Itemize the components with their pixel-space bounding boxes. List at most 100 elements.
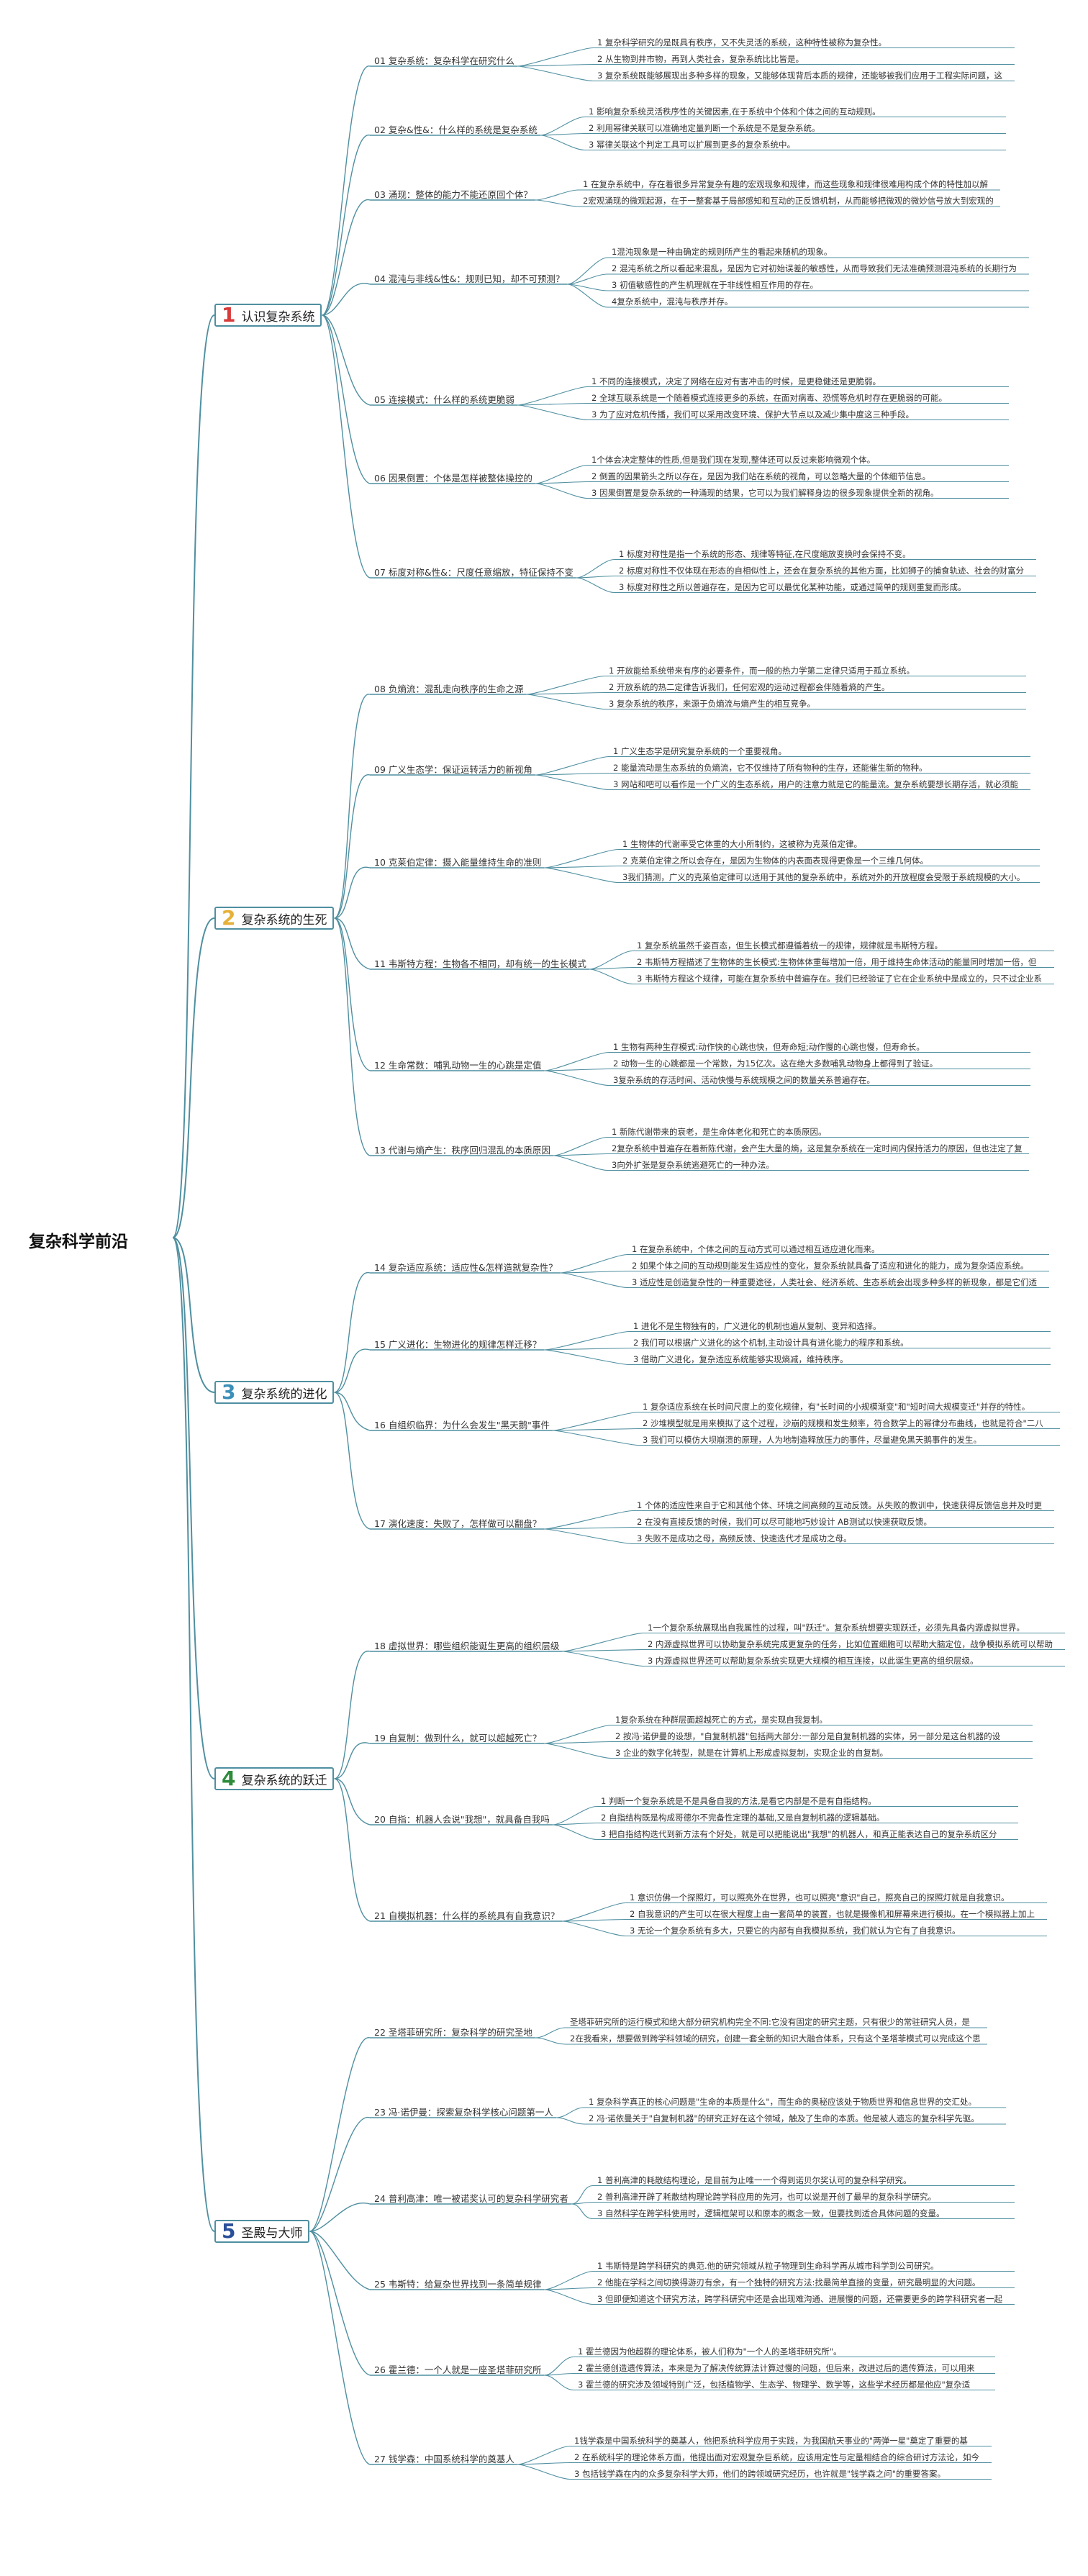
leaf-note: 3 网站和吧可以看作是一个广义的生态系统，用户的注意力就是它的能量流。复杂系统要… (613, 779, 1018, 789)
section-number: 1 (222, 303, 236, 327)
section-number: 5 (222, 2219, 236, 2243)
leaf-note: 3 幂律关联这个判定工具可以扩展到更多的复杂系统中。 (589, 139, 795, 150)
leaf-note: 3 企业的数字化转型，就是在计算机上形成虚拟复制，实现企业的自复制。 (615, 1747, 888, 1758)
topic-node[interactable]: 13 代谢与熵产生：秩序回归混乱的本质原因 (374, 1145, 550, 1156)
section-title: 圣殿与大师 (241, 2226, 303, 2241)
section-number: 4 (222, 1767, 236, 1790)
section-number: 2 (222, 906, 236, 930)
topic-node[interactable]: 26 霍兰德：一个人就是一座圣塔菲研究所 (374, 2364, 542, 2375)
topic-node[interactable]: 02 复杂&性&：什么样的系统是复杂系统 (374, 124, 538, 135)
leaf-note: 2宏观涌现的微观起源，在于一整套基于局部感知和互动的正反馈机制，从而能够把微观的… (583, 196, 994, 206)
topic-node[interactable]: 15 广义进化：生物进化的规律怎样迁移？ (374, 1339, 542, 1350)
leaf-note: 1 影响复杂系统灵活秩序性的关键因素,在于系统中个体和个体之间的互动规则。 (589, 106, 881, 117)
topic-node[interactable]: 16 自组织临界：为什么会发生"黑天鹅"事件 (374, 1420, 550, 1430)
topic-node[interactable]: 03 涌现：整体的能力不能还原回个体？ (374, 189, 532, 200)
leaf-note: 1 生物体的代谢率受它体重的大小所制约，这被称为克莱伯定律。 (622, 838, 862, 849)
leaf-note: 1 复杂适应系统在长时间尺度上的变化规律，有"长时间的小规模渐变"和"短时间大规… (643, 1401, 1030, 1412)
leaf-note: 3 霍兰德的研究涉及领域特别广泛，包括植物学、生态学、物理学、数学等，这些学术经… (578, 2379, 971, 2390)
leaf-note: 2 动物一生的心跳都是一个常数，为15亿次。这在绝大多数哺乳动物身上都得到了验证… (613, 1058, 938, 1069)
topic-node[interactable]: 21 自模拟机器：什么样的系统具有自我意识？ (374, 1910, 560, 1921)
topic-node[interactable]: 24 普利高津：唯一被诺奖认可的复杂科学研究者 (374, 2193, 568, 2204)
leaf-note: 4复杂系统中，混沌与秩序并存。 (612, 296, 733, 307)
topic-node[interactable]: 25 韦斯特：给复杂世界找到一条简单规律 (374, 2279, 542, 2290)
leaf-note: 1 判断一个复杂系统是不是具备自我的方法,是看它内部是不是有自指结构。 (601, 1795, 876, 1806)
leaf-note: 1 普利高津的耗散结构理论，是目前为止唯一一个得到诺贝尔奖认可的复杂科学研究。 (597, 2174, 912, 2185)
leaf-note: 1 在复杂系统中，存在着很多异常复杂有趣的宏观现象和规律，而这些现象和规律很难用… (583, 179, 988, 189)
topic-node[interactable]: 04 混沌与非线&性&：规则已知，却不可预测？ (374, 273, 565, 284)
leaf-note: 2 我们可以根据广义进化的这个机制,主动设计具有进化能力的程序和系统。 (633, 1337, 909, 1348)
leaf-note: 3 我们可以模仿大坝崩溃的原理，人为地制造释放压力的事件，尽量避免黑天鹅事件的发… (643, 1434, 982, 1445)
section-title: 复杂系统的进化 (241, 1387, 327, 1402)
leaf-note: 1 在复杂系统中，个体之间的互动方式可以通过相互适应进化而来。 (632, 1243, 880, 1254)
section-number: 3 (222, 1380, 236, 1404)
leaf-note: 1 进化不是生物独有的，广义进化的机制也遍从复制、变异和选择。 (633, 1320, 881, 1331)
topic-node[interactable]: 23 冯·诺伊曼：探索复杂科学核心问题第一人 (374, 2107, 553, 2118)
leaf-note: 1个体会决定整体的性质,但是我们现在发现,整体还可以反过来影响微观个体。 (591, 454, 876, 465)
leaf-note: 3 包括钱学森在内的众多复杂科学大师，他们的跨领域研究经历，也许就是"钱学森之问… (574, 2468, 946, 2479)
topic-node[interactable]: 05 连接模式：什么样的系统更脆弱 (374, 394, 514, 405)
topic-node[interactable]: 19 自复制：做到什么，就可以超越死亡？ (374, 1733, 542, 1743)
topic-node[interactable]: 11 韦斯特方程：生物各不相同，却有统一的生长模式 (374, 958, 586, 969)
leaf-note: 2 霍兰德创造遗传算法，本来是为了解决传统算法计算过慢的问题，但后来，改进过后的… (578, 2362, 975, 2373)
leaf-note: 3 复杂系统既能够展现出多种多样的现象，又能够体现背后本质的规律，还能够被我们应… (597, 70, 1002, 81)
leaf-note: 2 自我意识的产生可以在很大程度上由一套简单的装置，也就是摄像机和屏幕来进行模拟… (630, 1908, 1035, 1919)
section-1[interactable]: 1 认识复杂系统 (214, 304, 322, 327)
leaf-note: 2 在没有直接反馈的时候，我们可以尽可能地巧妙设计 AB测试以快速获取反馈。 (637, 1516, 932, 1527)
section-3[interactable]: 3 复杂系统的进化 (214, 1380, 335, 1404)
leaf-note: 1 广义生态学是研究复杂系统的一个重要视角。 (613, 745, 786, 756)
leaf-note: 2 利用幂律关联可以准确地定量判断一个系统是不是复杂系统。 (589, 122, 820, 133)
leaf-note: 3 韦斯特方程这个规律，可能在复杂系统中普遍存在。我们已经验证了它在企业系统中是… (637, 973, 1042, 984)
leaf-note: 2 韦斯特方程描述了生物体的生长模式:生物体体重每增加一倍，用于维持生命体活动的… (637, 956, 1037, 967)
leaf-note: 3 借助广义进化，复杂适应系统能够实现熵减，维持秩序。 (633, 1353, 848, 1364)
section-2[interactable]: 2 复杂系统的生死 (214, 906, 335, 930)
leaf-note: 1钱学森是中国系统科学的奠基人，他把系统科学应用于实践，为我国航天事业的"两弹一… (574, 2435, 968, 2446)
section-title: 复杂系统的生死 (241, 912, 327, 928)
leaf-note: 3复杂系统的存活时间、活动快慢与系统规模之间的数量关系普遍存在。 (613, 1074, 875, 1085)
leaf-note: 1 复杂系统虽然千姿百态，但生长模式都遵循着统一的规律，规律就是韦斯特方程。 (637, 940, 943, 951)
leaf-note: 3 适应性是创造复杂性的一种重要途径，人类社会、经济系统、生态系统会出现多种多样… (632, 1276, 1037, 1287)
topic-node[interactable]: 08 负熵流：混乱走向秩序的生命之源 (374, 684, 524, 694)
leaf-note: 2 从生物到井市物，再到人类社会，复杂系统比比皆是。 (597, 53, 804, 64)
topic-node[interactable]: 07 标度对称&性&：尺度任意缩放，特征保持不变 (374, 567, 574, 578)
topic-node[interactable]: 01 复杂系统：复杂科学在研究什么 (374, 55, 514, 66)
topic-node[interactable]: 20 自指：机器人会说"我想"，就具备自我吗 (374, 1814, 550, 1825)
topic-node[interactable]: 06 因果倒置：个体是怎样被整体操控的 (374, 473, 532, 484)
topic-node[interactable]: 22 圣塔菲研究所：复杂科学的研究圣地 (374, 2027, 532, 2038)
leaf-note: 2 全球互联系统是一个随着模式连接更多的系统，在面对病毒、恐慌等危机时存在更脆弱… (591, 392, 947, 403)
section-4[interactable]: 4 复杂系统的跃迁 (214, 1767, 335, 1790)
topic-node[interactable]: 27 钱学森：中国系统科学的奠基人 (374, 2454, 514, 2464)
leaf-note: 2 他能在学科之间切换得游刃有余，有一个独特的研究方法:找最简单直接的变量，研究… (597, 2277, 981, 2287)
leaf-note: 1 复杂科学真正的核心问题是"生命的本质是什么"，而生命的奥秘应该处于物质世界和… (589, 2097, 977, 2107)
section-title: 复杂系统的跃迁 (241, 1773, 327, 1788)
leaf-note: 2 能量流动是生态系统的负熵流，它不仅维持了所有物种的生存，还能催生新的物种。 (613, 762, 928, 773)
root-topic[interactable]: 复杂科学前沿 (29, 1233, 128, 1251)
leaf-note: 3 初值敏感性的产生机理就在于非线性相互作用的存在。 (612, 280, 818, 290)
topic-node[interactable]: 14 复杂适应系统：适应性&怎样造就复杂性？ (374, 1262, 558, 1273)
topic-node[interactable]: 09 广义生态学：保证运转活力的新视角 (374, 764, 532, 775)
leaf-note: 2 克莱伯定律之所以会存在，是因为生物体的内表面表现得更像是一个三维几何体。 (622, 855, 928, 866)
leaf-note: 2 冯·诺依曼关于"自复制机器"的研究正好在这个领域，触及了生命的本质。他是被人… (589, 2113, 979, 2123)
leaf-note: 3 复杂系统的秩序，来源于负熵流与熵产生的相互竞争。 (609, 698, 815, 709)
leaf-note: 1 开放能给系统带来有序的必要条件，而一般的热力学第二定律只适用于孤立系统。 (609, 665, 915, 676)
leaf-note: 3 失败不是成功之母，高频反馈、快速迭代才是成功之母。 (637, 1533, 852, 1543)
leaf-note: 3 为了应对危机传播，我们可以采用改变环境、保护大节点以及减少集中度这三种手段。 (591, 409, 914, 419)
leaf-note: 3 自然科学在跨学科使用时，逻辑框架可以和原本的概念一致，但要找到适合具体问题的… (597, 2208, 945, 2218)
section-5[interactable]: 5 圣殿与大师 (214, 2219, 310, 2243)
leaf-note: 1 标度对称性是指一个系统的形态、规律等特征,在尺度缩放变换时会保持不变。 (619, 548, 911, 559)
leaf-note: 2 倒置的因果箭头之所以存在，是因为我们站在系统的视角，可以忽略大量的个体细节信… (591, 471, 930, 481)
topic-node[interactable]: 10 克莱伯定律：摄入能量维持生命的准则 (374, 857, 542, 868)
leaf-note: 2 混沌系统之所以看起来混乱，是因为它对初始误差的敏感性，从而导致我们无法准确预… (612, 263, 1017, 273)
leaf-note: 1 个体的适应性来自于它和其他个体、环境之间高频的互动反馈。从失败的教训中，快速… (637, 1500, 1042, 1510)
leaf-note: 3 内源虚拟世界还可以帮助复杂系统实现更大规模的相互连接，以此诞生更高的组织层级… (648, 1655, 979, 1666)
leaf-note: 2 按冯·诺伊曼的设想，"自复制机器"包括两大部分:一部分是自复制机器的实体，另… (615, 1731, 1001, 1741)
leaf-note: 1 意识仿佛一个探照灯，可以照亮外在世界，也可以照亮"意识"自己，照亮自己的探照… (630, 1892, 1010, 1902)
leaf-note: 3 把自指结构迭代到新方法有个好处，就是可以把能说出"我想"的机器人，和真正能表… (601, 1828, 997, 1839)
leaf-note: 3向外扩张是复杂系统逃避死亡的一种办法。 (612, 1159, 774, 1170)
section-title: 认识复杂系统 (241, 309, 315, 325)
leaf-note: 2 沙堆模型就是用来模拟了这个过程，沙崩的规模和发生频率，符合数学上的幂律分布曲… (643, 1418, 1043, 1428)
topic-node[interactable]: 18 虚拟世界：哪些组织能诞生更高的组织层级 (374, 1641, 560, 1651)
topic-node[interactable]: 12 生命常数：哺乳动物一生的心跳是定值 (374, 1060, 542, 1071)
topic-node[interactable]: 17 演化速度：失败了，怎样做可以翻盘？ (374, 1518, 542, 1529)
